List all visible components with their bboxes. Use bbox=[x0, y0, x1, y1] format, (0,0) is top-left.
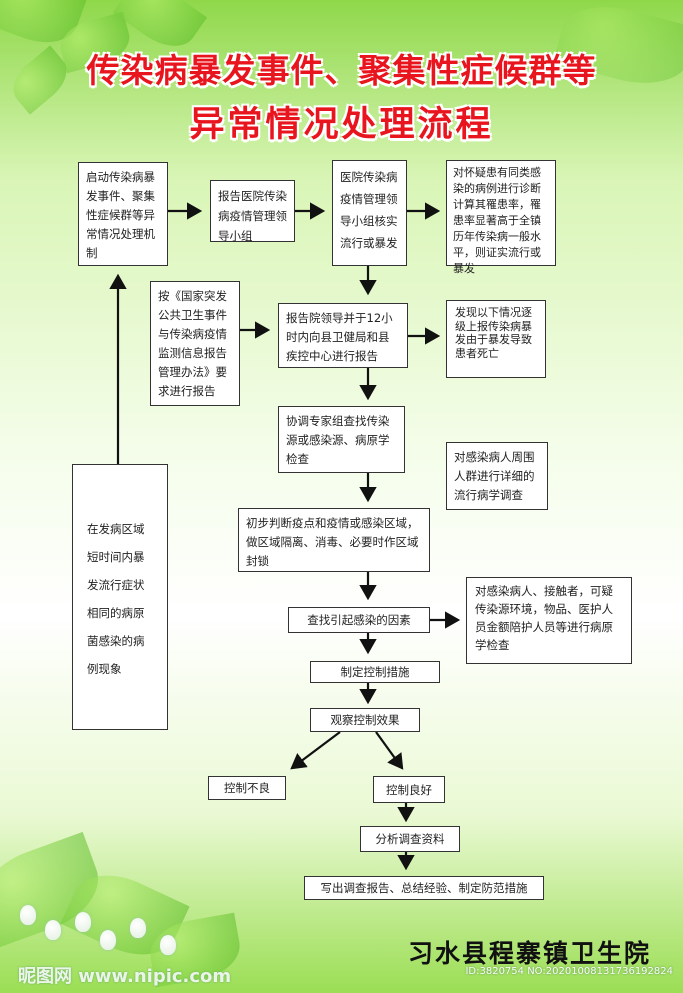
flower-decoration bbox=[100, 930, 116, 950]
arrow-observe-to-poor bbox=[290, 731, 341, 770]
flower-decoration bbox=[75, 912, 91, 932]
institution-name: 习水县程寨镇卫生院 bbox=[407, 939, 651, 968]
node-control-poor: 控制不良 bbox=[208, 776, 286, 800]
node-start-mechanism: 启动传染病暴发事件、聚集性症候群等异常情况处理机制 bbox=[78, 162, 168, 266]
node-observe-effect: 观察控制效果 bbox=[310, 708, 420, 732]
page-title-line2: 异常情况处理流程 bbox=[189, 104, 494, 145]
node-leader-verify: 医院传染病疫情管理领导小组核实流行或暴发 bbox=[332, 160, 407, 266]
watermark-site: 昵图网 www.nipic.com bbox=[18, 966, 232, 987]
node-write-report: 写出调查报告、总结经验、制定防范措施 bbox=[304, 876, 544, 900]
node-report-county: 报告院领导并于12小时内向县卫健局和县疾控中心进行报告 bbox=[278, 303, 408, 368]
watermark-id: ID:3820754 NO:20201008131736192824 bbox=[465, 966, 673, 977]
node-find-factors: 查找引起感染的因素 bbox=[288, 607, 430, 633]
flower-decoration bbox=[160, 935, 176, 955]
node-control-good: 控制良好 bbox=[373, 776, 445, 803]
flower-decoration bbox=[20, 905, 36, 925]
node-preliminary-judgment: 初步判断疫点和疫情或感染区域，做区域隔离、消毒、必要时作区域封锁 bbox=[238, 508, 430, 572]
node-outbreak-phenomenon: 在发病区域短时间内暴发流行症状相同的病原菌感染的病例现象 bbox=[72, 464, 168, 730]
node-analyze-data: 分析调查资料 bbox=[360, 826, 460, 852]
node-control-measures: 制定控制措施 bbox=[310, 661, 440, 683]
arrow-observe-to-good bbox=[375, 731, 404, 770]
node-epidemiology-survey: 对感染病人周围人群进行详细的流行病学调查 bbox=[446, 442, 548, 510]
flower-decoration bbox=[130, 918, 146, 938]
page-title-line1: 传染病暴发事件、聚集性症候群等 bbox=[86, 51, 597, 90]
node-report-conditions: 发现以下情况逐级上报传染病暴发由于暴发导致患者死亡 bbox=[446, 300, 546, 378]
node-report-leader-group: 报告医院传染病疫情管理领导小组 bbox=[210, 180, 295, 243]
node-expert-coordination: 协调专家组查找传染源或感染源、病原学检查 bbox=[278, 406, 405, 473]
node-regulation-basis: 按《国家突发公共卫生事件与传染病疫情监测信息报告管理办法》要求进行报告 bbox=[150, 281, 240, 406]
node-diagnose-calc: 对怀疑患有同类感染的病例进行诊断计算其罹患率，罹患率显著高于全镇历年传染病一般水… bbox=[446, 160, 556, 275]
node-pathogen-check: 对感染病人、接触者，可疑传染源环境，物品、医护人员金额陪护人员等进行病原学检查 bbox=[466, 577, 632, 664]
flower-decoration bbox=[45, 920, 61, 940]
